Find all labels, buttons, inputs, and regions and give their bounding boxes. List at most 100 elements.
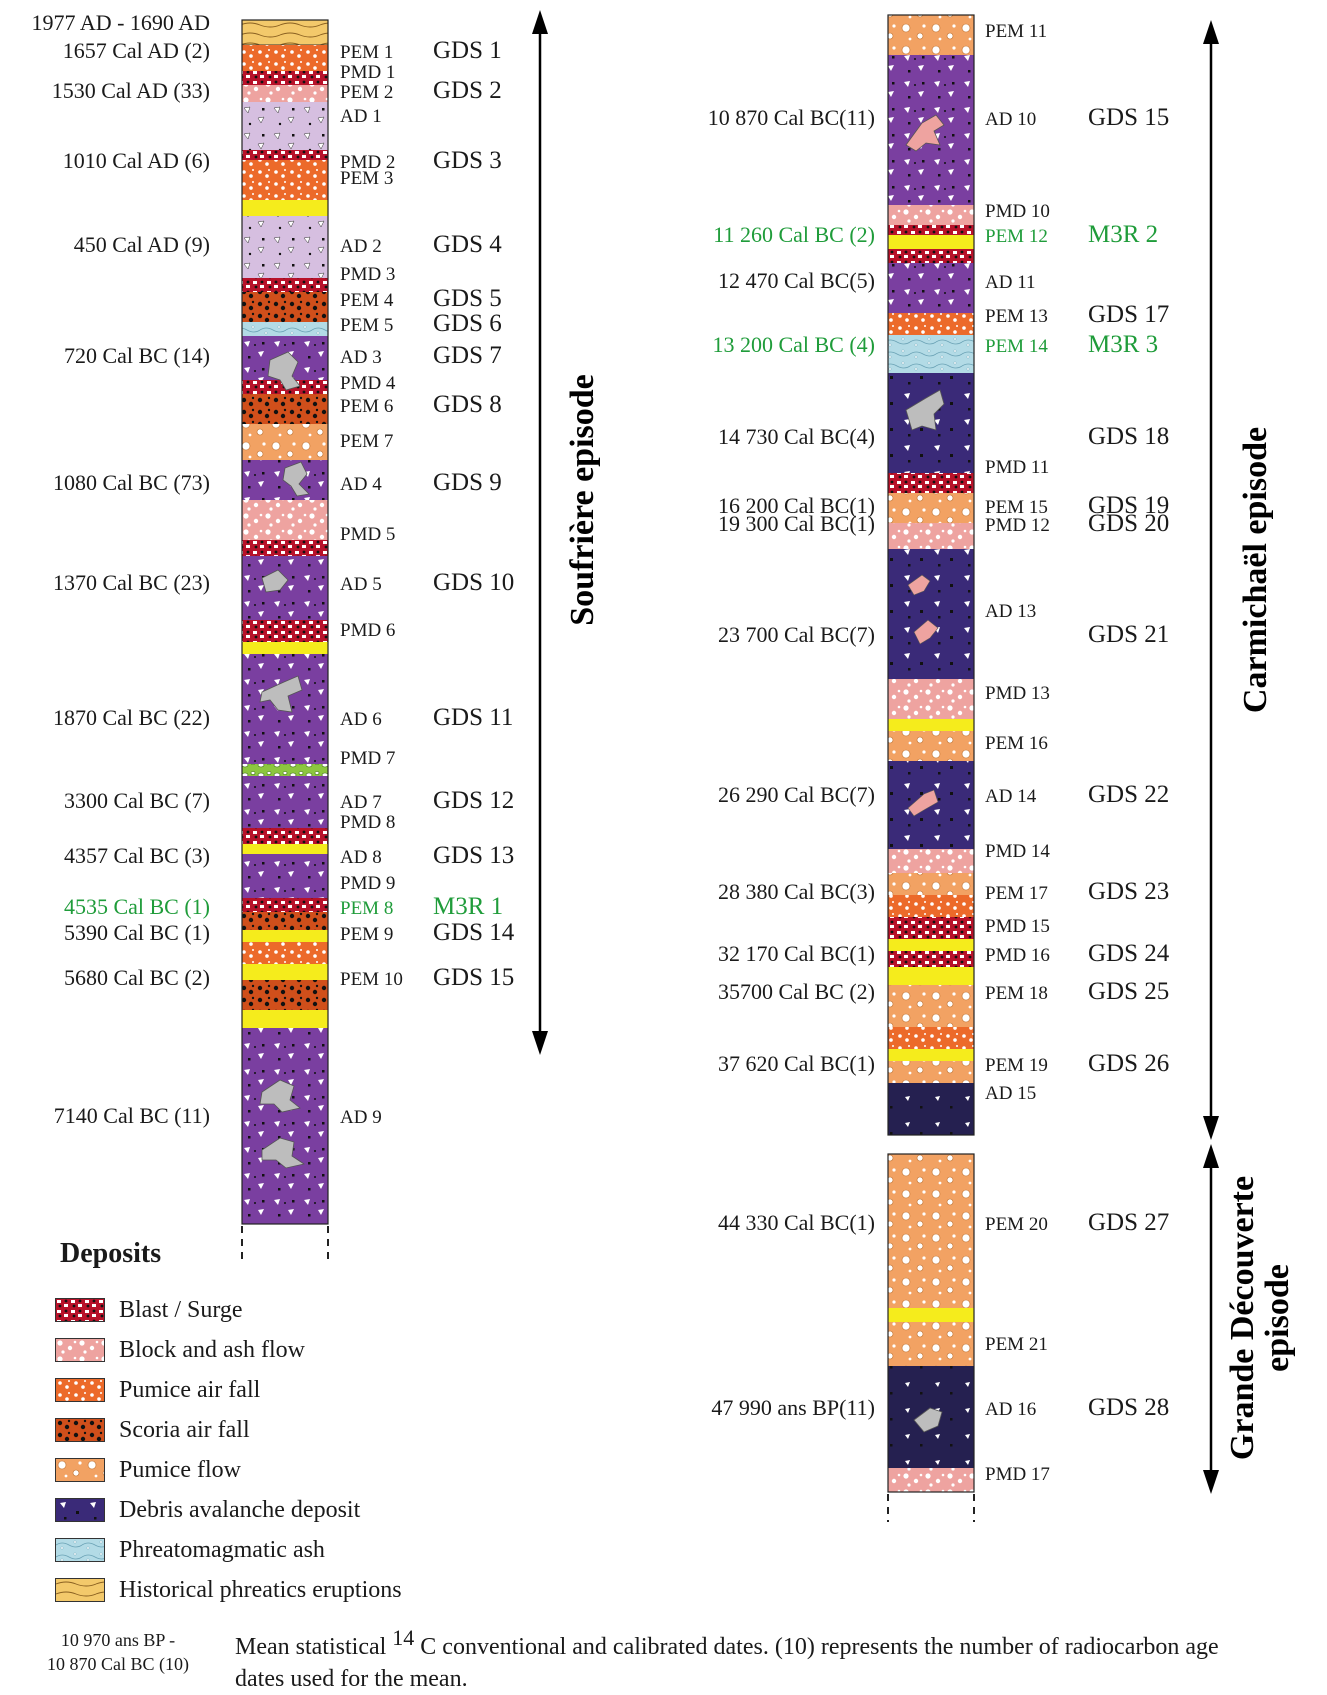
- grande-decouverte-episode-arrow: [1203, 1144, 1219, 1494]
- legend-label: Pumice flow: [119, 1456, 241, 1483]
- unit-label: PMD 10: [985, 201, 1050, 222]
- unit-label: AD 14: [985, 786, 1037, 807]
- unit-label: AD 15: [985, 1083, 1036, 1104]
- legend-label: Phreatomagmatic ash: [119, 1536, 325, 1563]
- gds-label: GDS 8: [433, 391, 502, 418]
- gds-label: GDS 17: [1088, 301, 1169, 328]
- gds-label: GDS 15: [1088, 104, 1169, 131]
- unit-label: PMD 3: [340, 264, 395, 285]
- unit-label: PEM 20: [985, 1214, 1048, 1235]
- unit-label: PEM 15: [985, 497, 1048, 518]
- gds-label: M3R 2: [1088, 221, 1158, 248]
- gds-label: GDS 24: [1088, 940, 1170, 967]
- unit-label: AD 16: [985, 1399, 1036, 1420]
- date-label: 720 Cal BC (14): [64, 343, 210, 368]
- left-column-labels: 1977 AD - 1690 AD 1657 Cal AD (2) PEM 1 GDS…: [32, 10, 515, 1128]
- unit-label: PEM 11: [985, 21, 1047, 42]
- note-superscript: 14: [392, 1625, 415, 1650]
- date-label: 1010 Cal AD (6): [63, 148, 210, 173]
- legend-item: Phreatomagmatic ash: [55, 1536, 325, 1564]
- date-label: 14 730 Cal BC(4): [718, 424, 875, 449]
- unit-label: PEM 18: [985, 983, 1048, 1004]
- gds-label: GDS 27: [1088, 1209, 1169, 1236]
- date-label: 5390 Cal BC (1): [64, 920, 210, 945]
- unit-label: PEM 6: [340, 396, 393, 417]
- gds-label: GDS 14: [433, 919, 515, 946]
- gds-label: GDS 7: [433, 342, 502, 369]
- unit-label: PEM 16: [985, 733, 1048, 754]
- note-text-before: Mean statistical: [235, 1634, 393, 1660]
- unit-label: PEM 19: [985, 1055, 1048, 1076]
- date-label: 4535 Cal BC (1): [64, 894, 210, 919]
- note-date-example-line1: 10 970 ans BP -: [60, 1630, 176, 1650]
- gds-label: GDS 5: [433, 285, 502, 312]
- gds-label: GDS 13: [433, 842, 514, 869]
- legend-swatch: [55, 1578, 105, 1602]
- gds-label: GDS 28: [1088, 1394, 1169, 1421]
- unit-label: AD 10: [985, 109, 1036, 130]
- date-label: 1977 AD - 1690 AD: [32, 10, 210, 35]
- unit-label: PMD 12: [985, 515, 1050, 536]
- date-label: 10 870 Cal BC(11): [708, 105, 875, 130]
- unit-label: AD 9: [340, 1107, 382, 1128]
- note-date-example: 10 970 ans BP - 10 870 Cal BC (10): [18, 1628, 218, 1676]
- unit-label: AD 7: [340, 792, 382, 813]
- date-label: 7140 Cal BC (11): [54, 1103, 210, 1128]
- unit-label: PMD 2: [340, 152, 395, 173]
- unit-label: PMD 8: [340, 812, 395, 833]
- unit-label: PEM 13: [985, 306, 1048, 327]
- date-label: 4357 Cal BC (3): [64, 843, 210, 868]
- soufriere-stratigraphic-column: [241, 19, 329, 1262]
- unit-label: PMD 13: [985, 683, 1050, 704]
- gds-label: GDS 10: [433, 569, 514, 596]
- legend-label: Pumice air fall: [119, 1376, 261, 1403]
- legend-swatch: [55, 1498, 105, 1522]
- unit-label: AD 5: [340, 574, 382, 595]
- gds-label: GDS 18: [1088, 423, 1169, 450]
- legend-item: Blast / Surge: [55, 1296, 243, 1324]
- carmichael-stratigraphic-column: [887, 14, 975, 1522]
- date-label: 13 200 Cal BC (4): [712, 332, 875, 357]
- date-label: 1370 Cal BC (23): [53, 570, 210, 595]
- unit-label: PMD 9: [340, 873, 395, 894]
- legend-swatch: [55, 1458, 105, 1482]
- gds-label: GDS 19: [1088, 492, 1169, 519]
- date-label: 1657 Cal AD (2): [63, 38, 210, 63]
- date-label: 5680 Cal BC (2): [64, 965, 210, 990]
- gds-label: GDS 9: [433, 469, 502, 496]
- unit-label: PMD 5: [340, 524, 395, 545]
- date-label: 26 290 Cal BC(7): [718, 782, 875, 807]
- unit-label: AD 4: [340, 474, 382, 495]
- unit-label: PEM 1: [340, 42, 393, 63]
- date-label: 1530 Cal AD (33): [52, 78, 210, 103]
- unit-label: PMD 6: [340, 620, 395, 641]
- date-label: 44 330 Cal BC(1): [718, 1210, 875, 1235]
- legend-item: Historical phreatics eruptions: [55, 1576, 402, 1604]
- legend-label: Scoria air fall: [119, 1416, 250, 1443]
- unit-label: AD 13: [985, 601, 1036, 622]
- legend-swatch: [55, 1378, 105, 1402]
- unit-label: PEM 8: [340, 898, 393, 919]
- gds-label: GDS 1: [433, 37, 502, 64]
- date-label: 16 200 Cal BC(1): [718, 493, 875, 518]
- gds-label: GDS 11: [433, 704, 513, 731]
- unit-label: PMD 16: [985, 945, 1050, 966]
- unit-label: PEM 12: [985, 226, 1048, 247]
- unit-label: PEM 7: [340, 431, 393, 452]
- legend-title: Deposits: [60, 1238, 162, 1269]
- carmichael-episode-label: Carmichaël episode: [1237, 427, 1274, 713]
- legend-label: Block and ash flow: [119, 1336, 305, 1363]
- legend-item: Debris avalanche deposit: [55, 1496, 360, 1524]
- legend-swatch: [55, 1298, 105, 1322]
- gds-label: M3R 3: [1088, 331, 1158, 358]
- date-label: 1870 Cal BC (22): [53, 705, 210, 730]
- note-explanation: Mean statistical 14 C conventional and c…: [235, 1622, 1235, 1695]
- gds-label: GDS 20: [1088, 510, 1169, 537]
- gds-label: GDS 25: [1088, 978, 1169, 1005]
- unit-label: PEM 21: [985, 1334, 1048, 1355]
- unit-label: PMD 15: [985, 916, 1050, 937]
- date-label: 450 Cal AD (9): [74, 232, 210, 257]
- unit-label: AD 2: [340, 236, 382, 257]
- legend-label: Blast / Surge: [119, 1296, 243, 1323]
